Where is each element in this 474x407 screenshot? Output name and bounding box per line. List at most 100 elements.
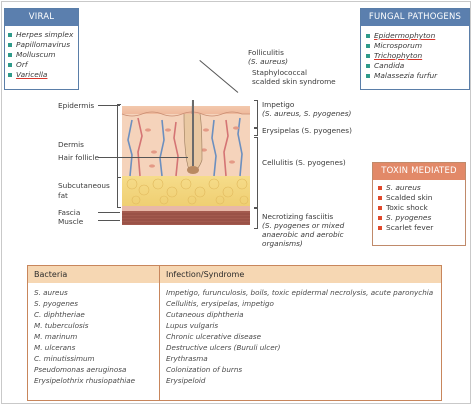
fascia-layer <box>122 206 250 211</box>
list-item: S. pyogenes <box>377 213 433 223</box>
bullet-icon <box>366 44 370 48</box>
list-item: Toxic shock <box>377 203 433 213</box>
list-item: Molluscum <box>7 50 73 60</box>
bullet-icon <box>366 74 370 78</box>
scalded-skin-syndrome-label: scalded skin syndrome <box>252 77 336 86</box>
fascia-label: Fascia <box>58 208 81 217</box>
bullet-icon <box>8 53 12 57</box>
table-cell: Pseudomonas aeruginosa <box>34 365 127 374</box>
necrotizing-fasciitis-line-2: (S. pyogenes or mixed <box>262 221 345 230</box>
toxin-mediated-box: TOXIN MEDIATED S. aureus Scalded skin To… <box>372 162 466 246</box>
table-cell: M. tuberculosis <box>34 321 89 330</box>
table-row: M. tuberculosis Lupus vulgaris <box>28 320 441 331</box>
erysipelas-bracket <box>254 128 258 136</box>
list-item: Varicella <box>7 70 73 80</box>
table-row: C. diphtheriae Cutaneous diphtheria <box>28 309 441 320</box>
viral-pathogens-box: VIRAL PATHOGENS Herpes simplex Papilloma… <box>4 8 79 90</box>
impetigo-organism-label: (S. aureus, S. pyogenes) <box>262 109 352 118</box>
cellulitis-bracket <box>254 137 258 209</box>
bullet-icon <box>8 43 12 47</box>
necrotizing-fasciitis-line-3: anaerobic and aerobic <box>262 230 344 239</box>
table-cell: Erythrasma <box>166 354 208 363</box>
bullet-icon <box>366 64 370 68</box>
table-row: S. pyogenes Cellulitis, erysipelas, impe… <box>28 298 441 309</box>
table-row: S. aureus Impetigo, furunculosis, boils,… <box>28 287 441 298</box>
table-cell: M. marinum <box>34 332 78 341</box>
table-row: Erysipelothrix rhusiopathiae Erysipeloid <box>28 375 441 386</box>
bullet-icon <box>8 33 12 37</box>
staphylococcal-label: Staphylococcal <box>252 68 308 77</box>
table-cell: Destructive ulcers (Buruli ulcer) <box>166 343 281 352</box>
table-cell: S. aureus <box>34 288 68 297</box>
bullet-icon <box>378 186 382 190</box>
list-item: S. aureus <box>377 183 433 193</box>
list-item: Candida <box>365 61 437 71</box>
list-item: Epidermophyton <box>365 31 437 41</box>
table-cell: C. minutissimum <box>34 354 95 363</box>
folliculitis-organism-label: (S. aureus) <box>248 57 288 66</box>
epidermis-layer <box>122 106 250 114</box>
impetigo-label: Impetigo <box>262 100 295 109</box>
bullet-icon <box>8 63 12 67</box>
bullet-icon <box>378 216 382 220</box>
list-item: Microsporum <box>365 41 437 51</box>
toxin-mediated-title: TOXIN MEDIATED <box>373 163 465 180</box>
fungal-pathogens-title: FUNGAL PATHOGENS <box>361 9 469 26</box>
table-cell: C. diphtheriae <box>34 310 85 319</box>
hair-follicle-pointer <box>98 157 188 158</box>
muscle-label: Muscle <box>58 217 84 226</box>
table-cell: Impetigo, furunculosis, boils, toxic epi… <box>166 288 434 297</box>
table-row: M. ulcerans Destructive ulcers (Buruli u… <box>28 342 441 353</box>
necrotizing-fasciitis-bracket <box>254 207 258 229</box>
table-cell: Cutaneous diphtheria <box>166 310 244 319</box>
epidermis-pointer <box>98 105 120 106</box>
fungal-pathogens-box: FUNGAL PATHOGENS Epidermophyton Microspo… <box>360 8 470 90</box>
necrotizing-fasciitis-label: Necrotizing fasciitis <box>262 212 334 221</box>
skin-cross-section-illustration <box>121 100 250 225</box>
column-divider <box>159 266 160 400</box>
table-row: M. marinum Chronic ulcerative disease <box>28 331 441 342</box>
infection-column-header: Infection/Syndrome <box>166 270 245 279</box>
dermis-label: Dermis <box>58 140 84 149</box>
table-cell: S. pyogenes <box>34 299 79 308</box>
list-item: Trichophyton <box>365 51 437 61</box>
necrotizing-fasciitis-line-4: organisms) <box>262 239 303 248</box>
table-cell: Erysipelothrix rhusiopathiae <box>34 376 136 385</box>
bullet-icon <box>378 206 382 210</box>
bacteria-column-header: Bacteria <box>34 270 68 279</box>
toxin-mediated-list: S. aureus Scalded skin Toxic shock S. py… <box>377 183 433 233</box>
list-item: Scalded skin <box>377 193 433 203</box>
table-cell: Colonization of burns <box>166 365 243 374</box>
muscle-layer <box>122 211 250 225</box>
table-cell: Lupus vulgaris <box>166 321 219 330</box>
bullet-icon <box>366 54 370 58</box>
table-cell: M. ulcerans <box>34 343 76 352</box>
bacteria-table: Bacteria Infection/Syndrome S. aureus Im… <box>27 265 442 401</box>
fungal-pathogens-list: Epidermophyton Microsporum Trichophyton … <box>365 31 437 81</box>
table-cell: Chronic ulcerative disease <box>166 332 262 341</box>
table-row: Pseudomonas aeruginosa Colonization of b… <box>28 364 441 375</box>
folliculitis-label: Folliculitis <box>248 48 284 57</box>
hair-follicle-label: Hair follicle <box>58 153 99 162</box>
list-item: Papillomavirus <box>7 40 73 50</box>
bullet-icon <box>8 73 12 77</box>
fat-label: fat <box>58 191 68 200</box>
table-cell: Cellulitis, erysipelas, impetigo <box>166 299 274 308</box>
epidermis-label: Epidermis <box>58 101 95 110</box>
fascia-pointer <box>98 212 120 213</box>
cellulitis-label: Cellulitis (S. pyogenes) <box>262 158 346 167</box>
bullet-icon <box>378 226 382 230</box>
muscle-pointer <box>98 220 120 221</box>
viral-pathogens-list: Herpes simplex Papillomavirus Molluscum … <box>7 30 73 80</box>
subcutaneous-label: Subcutaneous <box>58 181 110 190</box>
impetigo-bracket <box>254 100 258 128</box>
subcutaneous-bracket <box>117 177 121 208</box>
viral-pathogens-title: VIRAL PATHOGENS <box>5 9 78 39</box>
list-item: Malassezia furfur <box>365 71 437 81</box>
subcutaneous-fat-layer <box>122 176 250 206</box>
bullet-icon <box>378 196 382 200</box>
erysipelas-label: Erysipelas (S. pyogenes) <box>262 126 352 135</box>
list-item: Scarlet fever <box>377 223 433 233</box>
dermis-bracket <box>117 104 121 178</box>
